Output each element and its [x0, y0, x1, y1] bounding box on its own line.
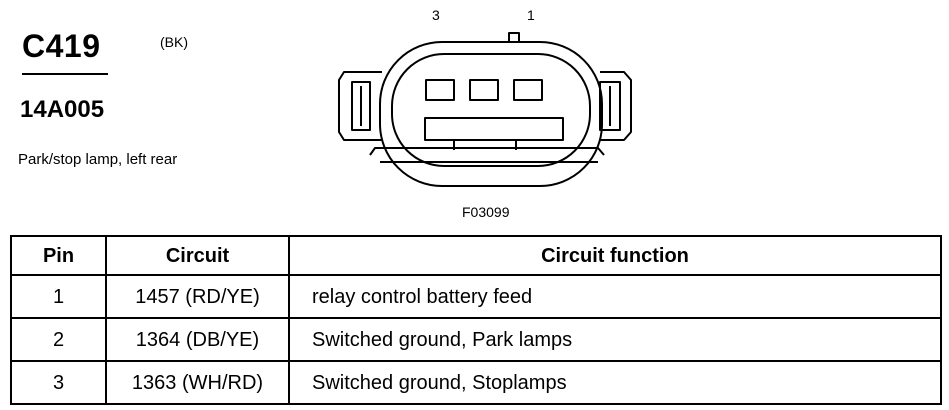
- header-circuit: Circuit: [105, 235, 290, 276]
- cell-pin: 2: [10, 317, 107, 362]
- pin-label-1: 1: [527, 7, 535, 23]
- table-row: 3 1363 (WH/RD) Switched ground, Stoplamp…: [10, 360, 942, 405]
- cell-circuit: 1457 (RD/YE): [105, 274, 290, 319]
- cell-pin: 3: [10, 360, 107, 405]
- inner-housing: [391, 53, 591, 167]
- left-latch: [338, 71, 382, 141]
- right-latch: [600, 71, 632, 141]
- cell-function: relay control battery feed: [288, 274, 942, 319]
- figure-id: F03099: [462, 204, 510, 220]
- cell-circuit: 1364 (DB/YE): [105, 317, 290, 362]
- pin-table: Pin Circuit Circuit function 1 1457 (RD/…: [10, 235, 942, 405]
- bottom-slot: [424, 117, 564, 141]
- table-row: 1 1457 (RD/YE) relay control battery fee…: [10, 274, 942, 319]
- wire-color-label: (BK): [160, 34, 188, 50]
- cell-function: Switched ground, Stoplamps: [288, 360, 942, 405]
- pin-cavity-1: [513, 79, 543, 101]
- lock-ledge: [369, 147, 605, 156]
- connector-id: C419: [22, 28, 101, 64]
- header-pin: Pin: [10, 235, 107, 276]
- table-row: 2 1364 (DB/YE) Switched ground, Park lam…: [10, 317, 942, 362]
- part-number: 14A005: [20, 96, 105, 123]
- connector-description: Park/stop lamp, left rear: [18, 151, 178, 168]
- outer-housing: [379, 41, 603, 187]
- pin-cavity-2: [469, 79, 499, 101]
- connector-face-drawing: [338, 32, 632, 187]
- cell-circuit: 1363 (WH/RD): [105, 360, 290, 405]
- pin-label-3: 3: [432, 7, 440, 23]
- header-function: Circuit function: [288, 235, 942, 276]
- connector-id-underline: [22, 73, 108, 75]
- cell-function: Switched ground, Park lamps: [288, 317, 942, 362]
- cell-pin: 1: [10, 274, 107, 319]
- pin-cavity-3: [425, 79, 455, 101]
- table-header-row: Pin Circuit Circuit function: [10, 235, 942, 276]
- connector-diagram: 3 1: [330, 0, 640, 225]
- key-tab: [508, 32, 520, 42]
